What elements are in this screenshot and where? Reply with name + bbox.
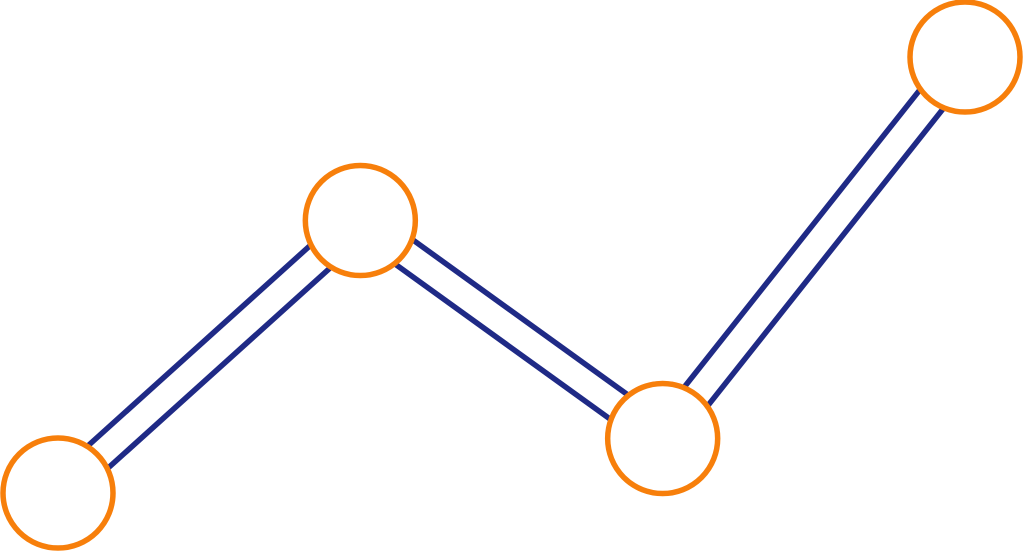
- series-segment-3-rail-2: [672, 64, 979, 450]
- series-segment-2-rail-1: [367, 206, 674, 429]
- series-segment-2-rail-2: [349, 230, 656, 453]
- series-segment-3-rail-1: [648, 45, 956, 431]
- data-point-2: [302, 162, 419, 279]
- data-point-1: [0, 435, 116, 551]
- series-segment-1-rail-1: [46, 207, 353, 484]
- data-point-3: [604, 380, 721, 497]
- data-point-4: [907, 0, 1023, 115]
- series-lines: [46, 45, 979, 507]
- series-segment-1-rail-2: [66, 229, 373, 507]
